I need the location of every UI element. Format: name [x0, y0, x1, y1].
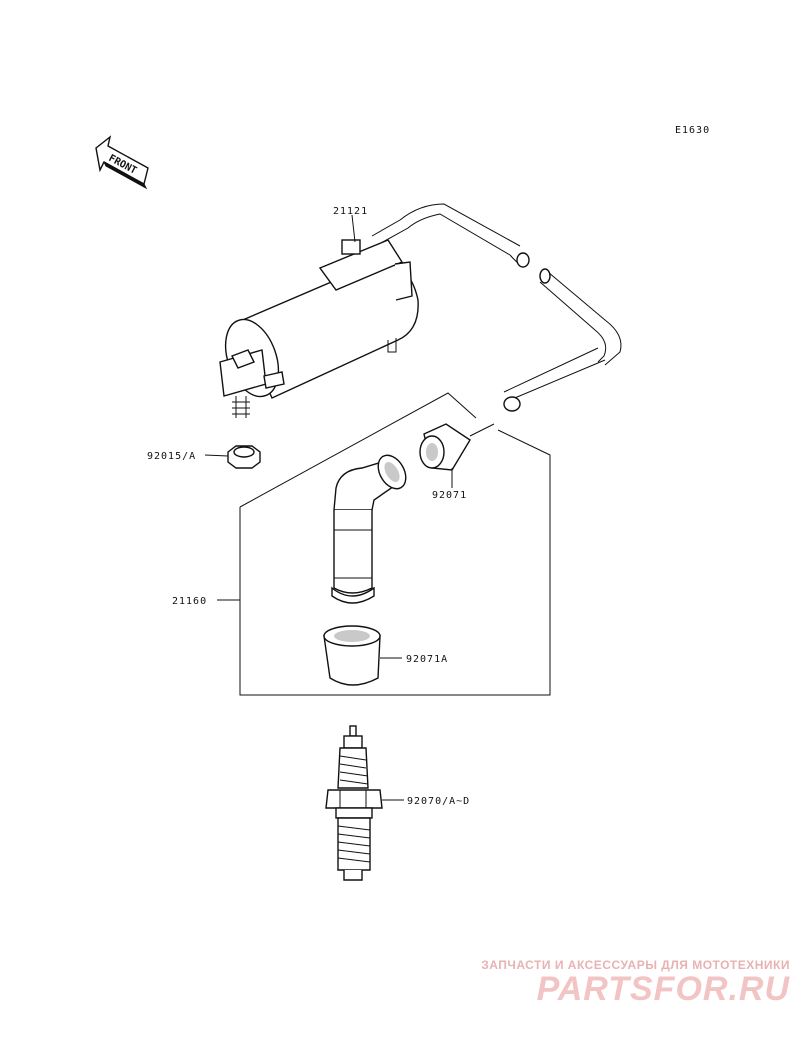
ignition-coil: [219, 203, 622, 418]
part-label-21121: 21121: [333, 206, 368, 217]
watermark-brand: PARTSFOR.RU: [536, 970, 790, 1008]
watermark-tagline: ЗАПЧАСТИ И АКСЕССУАРЫ ДЛЯ МОТОТЕХНИКИ: [481, 958, 790, 972]
part-label-21160: 21160: [172, 596, 207, 607]
front-arrow-icon: FRONT: [95, 135, 149, 190]
diagram-code: E1630: [675, 125, 710, 136]
watermark: ЗАПЧАСТИ И АКСЕССУАРЫ ДЛЯ МОТОТЕХНИКИ PA…: [481, 958, 790, 1006]
plug-cap: [331, 454, 407, 604]
nut: [204, 445, 261, 469]
boot: [323, 625, 402, 686]
part-label-92015-a: 92015/A: [147, 451, 196, 462]
seal: [419, 423, 495, 488]
spark-plug: [325, 725, 404, 881]
part-label-92071: 92071: [432, 490, 467, 501]
part-label-92070-a-d: 92070/A~D: [407, 796, 470, 807]
part-label-92071a: 92071A: [406, 654, 448, 665]
